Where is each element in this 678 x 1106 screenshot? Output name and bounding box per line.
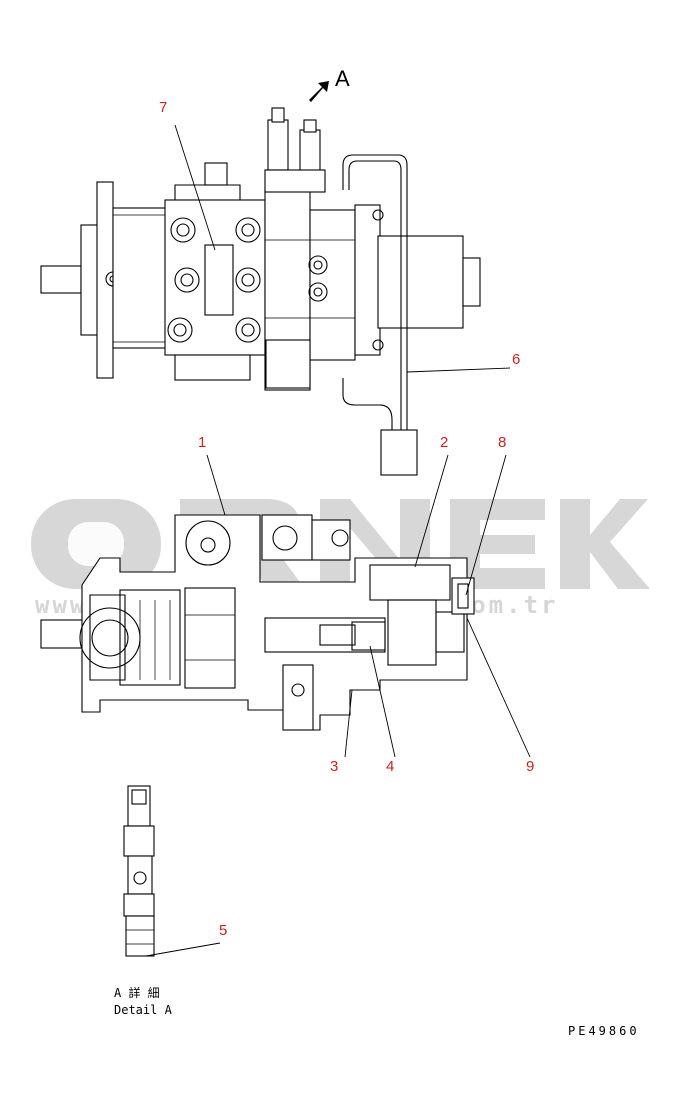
part-code: PE49860 — [568, 1024, 640, 1038]
view-arrow-label: A — [335, 66, 350, 91]
view-arrow-a: A — [309, 66, 350, 102]
pump-exterior-view: A — [40, 66, 481, 476]
pump-section-view — [40, 514, 475, 731]
leader-3 — [344, 689, 353, 758]
callout-2: 2 — [440, 434, 448, 451]
callout-6: 6 — [512, 351, 520, 368]
leader-5 — [145, 942, 221, 957]
leader-7 — [174, 124, 216, 251]
callout-3: 3 — [330, 758, 338, 775]
detail-title-english: Detail A — [114, 1003, 173, 1017]
wiring-harness — [342, 154, 418, 476]
leader-6 — [406, 367, 511, 373]
callout-labels: 1 2 3 4 5 6 7 8 9 — [159, 99, 534, 939]
bolt-group — [167, 217, 261, 343]
callout-5: 5 — [219, 922, 227, 939]
leader-2 — [414, 454, 449, 568]
callout-9: 9 — [526, 758, 534, 775]
callout-7: 7 — [159, 99, 167, 116]
callout-8: 8 — [498, 434, 506, 451]
callout-1: 1 — [198, 434, 206, 451]
leader-9 — [466, 617, 531, 758]
callout-4: 4 — [386, 758, 394, 775]
leader-1 — [206, 454, 226, 516]
detail-title-japanese: A 詳 細 — [114, 985, 160, 1000]
leader-8 — [465, 454, 507, 596]
leader-lines — [145, 124, 531, 957]
leader-4 — [369, 645, 396, 758]
detail-a-view: A 詳 細 Detail A — [114, 785, 173, 1017]
